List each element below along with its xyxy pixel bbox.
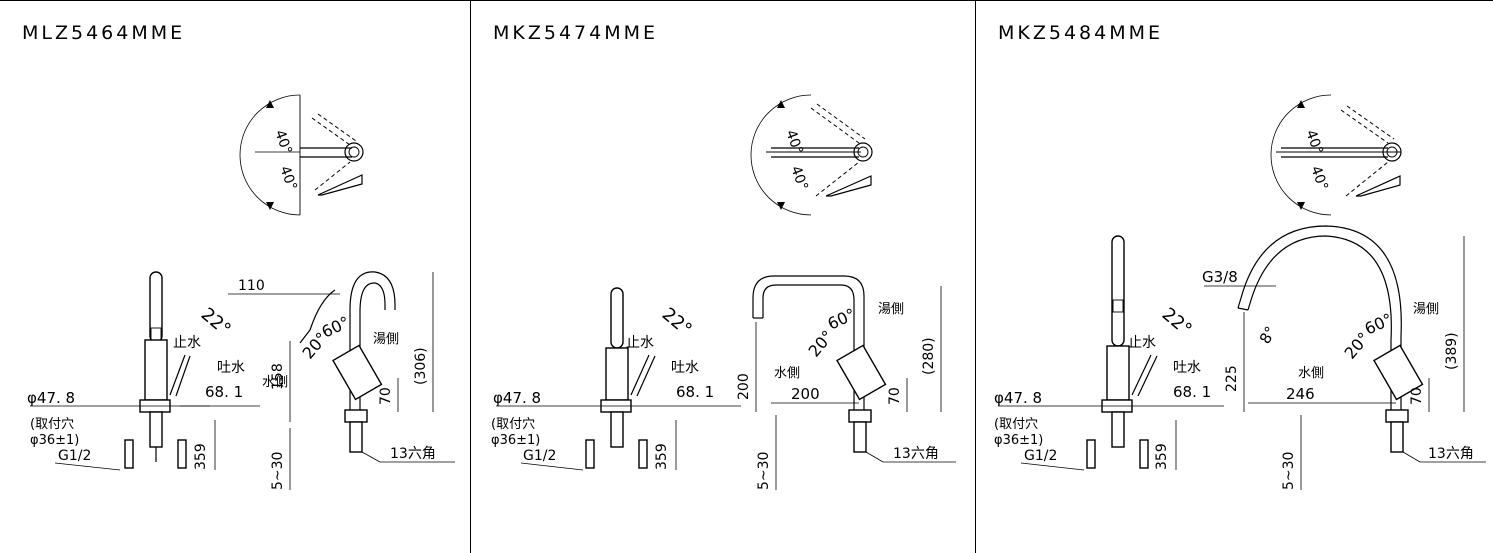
hole-label-1: (取付穴 bbox=[994, 417, 1038, 432]
offset-label: 68. 1 bbox=[676, 383, 714, 401]
side-view: G3/8 225 246 (389) 70 湯側 水側 8° 60° 20° 5… bbox=[1202, 225, 1486, 490]
angle-bottom-label: 40° bbox=[787, 164, 811, 193]
total-height-label: (389) bbox=[1444, 332, 1460, 370]
thread-label: G1/2 bbox=[58, 448, 91, 464]
depth-label: 359 bbox=[654, 443, 670, 470]
cold-side-label: 水側 bbox=[1298, 366, 1324, 381]
lever-angle-label: 22° bbox=[658, 304, 696, 341]
hole-label-2: φ36±1) bbox=[994, 433, 1043, 448]
range-label: 5~30 bbox=[1281, 452, 1297, 490]
panel-mkz5474mme: MKZ5474MME 40° 40° 吐水 bbox=[471, 0, 975, 553]
model-number: MKZ5474MME bbox=[493, 22, 659, 44]
discharge-water-label: 吐水 bbox=[1173, 360, 1201, 376]
offset-label: 68. 1 bbox=[1173, 383, 1211, 401]
hole-label-2: φ36±1) bbox=[30, 433, 79, 448]
hot-side-label: 湯側 bbox=[878, 302, 904, 317]
diameter-label: φ47. 8 bbox=[493, 389, 541, 407]
height-label: 158 bbox=[270, 363, 286, 390]
stop-water-label: 止水 bbox=[173, 335, 201, 351]
diameter-label: φ47. 8 bbox=[994, 389, 1042, 407]
angle-top-label: 40° bbox=[1302, 128, 1326, 157]
stop-water-label: 止水 bbox=[626, 335, 654, 351]
lever-angle-label: 22° bbox=[1158, 304, 1196, 341]
model-number: MLZ5464MME bbox=[22, 22, 186, 44]
hex-label: 13六角 bbox=[390, 446, 436, 462]
hot-side-label: 湯側 bbox=[1413, 302, 1439, 317]
thread-label: G1/2 bbox=[1024, 448, 1057, 464]
base-height-label: 70 bbox=[1409, 387, 1425, 405]
hole-label-1: (取付穴 bbox=[30, 417, 74, 432]
model-number: MKZ5484MME bbox=[998, 22, 1164, 44]
total-height-label: (306) bbox=[413, 347, 429, 385]
panel-divider-1 bbox=[470, 0, 471, 553]
diameter-label: φ47. 8 bbox=[27, 389, 75, 407]
range-label: 5~30 bbox=[756, 452, 772, 490]
angle-top-label: 40° bbox=[782, 128, 806, 157]
spout-angle-8-label: 8° bbox=[1256, 323, 1280, 347]
hole-label-1: (取付穴 bbox=[491, 417, 535, 432]
top-view: 40° 40° bbox=[1270, 94, 1402, 216]
panel-mkz5484mme: MKZ5484MME 40° 40° bbox=[976, 0, 1493, 553]
discharge-water-label: 吐水 bbox=[217, 360, 245, 376]
side-view: 200 200 (280) 70 湯側 水側 60° 20° 5~30 13六角 bbox=[736, 275, 956, 490]
faucet-drawing: 40° 40° 吐水 止水 22° φ47. 8 68. 1 bbox=[491, 94, 956, 490]
height-label: 225 bbox=[1224, 365, 1240, 392]
depth-label: 359 bbox=[1154, 443, 1170, 470]
cold-side-label: 水側 bbox=[262, 375, 288, 390]
lever-angle-label: 22° bbox=[197, 304, 235, 341]
hex-label: 13六角 bbox=[1428, 446, 1474, 462]
panel-mlz5464mme: MLZ5464MME 40° 40° bbox=[0, 0, 470, 553]
top-view: 40° 40° bbox=[239, 94, 364, 216]
height-label: 200 bbox=[736, 373, 752, 400]
panel-divider-2 bbox=[975, 0, 976, 553]
front-view: 吐水 止水 22° φ47. 8 68. 1 (取付穴 φ36±1) G1/2 … bbox=[491, 287, 741, 471]
base-height-label: 70 bbox=[887, 387, 903, 405]
reach-label: 246 bbox=[1286, 385, 1315, 403]
spout-angle-60-label: 60° bbox=[825, 304, 859, 333]
outlet-thread-label: G3/8 bbox=[1202, 268, 1238, 286]
hole-label-2: φ36±1) bbox=[491, 433, 540, 448]
offset-label: 68. 1 bbox=[205, 383, 243, 401]
faucet-drawing: 40° 40° 吐水 止水 22° φ47. 8 68. bbox=[994, 94, 1486, 490]
side-view: 158 110 (306) 70 湯側 水側 60° 20° 5~30 13六角 bbox=[228, 271, 455, 490]
angle-bottom-label: 40° bbox=[276, 164, 300, 193]
hot-side-label: 湯側 bbox=[373, 332, 399, 347]
reach-label: 200 bbox=[791, 385, 820, 403]
front-view: 吐水 止水 22° φ47. 8 68. 1 (取付穴 φ36±1) G1/2 … bbox=[994, 235, 1224, 471]
thread-label: G1/2 bbox=[523, 448, 556, 464]
front-view: 吐水 止水 22° φ47. 8 68. 1 (取付穴 φ36±1) G1/2 … bbox=[27, 271, 260, 471]
top-view: 40° 40° bbox=[750, 94, 873, 216]
angle-top-label: 40° bbox=[271, 128, 295, 157]
base-height-label: 70 bbox=[378, 387, 394, 405]
total-height-label: (280) bbox=[921, 337, 937, 375]
range-label: 5~30 bbox=[270, 452, 286, 490]
faucet-drawing: 40° 40° 吐水 止水 22° bbox=[27, 94, 455, 490]
angle-bottom-label: 40° bbox=[1307, 164, 1331, 193]
stop-water-label: 止水 bbox=[1128, 335, 1156, 351]
discharge-water-label: 吐水 bbox=[671, 360, 699, 376]
depth-label: 359 bbox=[193, 443, 209, 470]
hex-label: 13六角 bbox=[893, 446, 939, 462]
cold-side-label: 水側 bbox=[774, 366, 800, 381]
reach-label: 110 bbox=[238, 278, 265, 294]
